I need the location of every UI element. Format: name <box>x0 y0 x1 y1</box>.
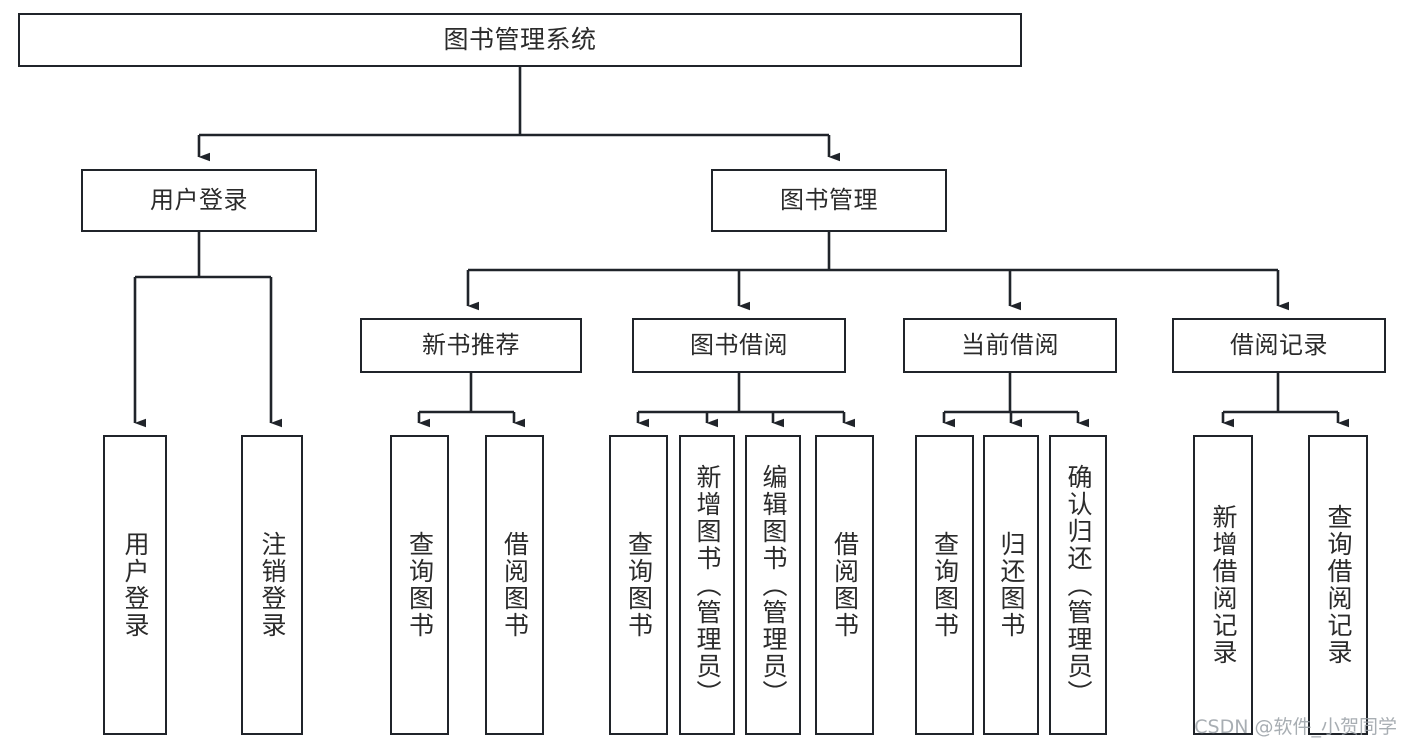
node-user-login[interactable]: 用户登录 <box>81 169 317 232</box>
node-label: 借阅图书 <box>830 531 860 639</box>
node-leaf-edit-book[interactable]: 编辑图书（管理员） <box>745 435 801 735</box>
node-label: 新书推荐 <box>422 331 520 360</box>
node-leaf-query-book-1[interactable]: 查询图书 <box>390 435 449 735</box>
node-leaf-return-book[interactable]: 归还图书 <box>983 435 1039 735</box>
node-leaf-add-book[interactable]: 新增图书（管理员） <box>679 435 735 735</box>
connector-group-current-borrow <box>942 373 1089 428</box>
node-label: 图书管理系统 <box>443 25 597 55</box>
node-leaf-query-borrow-record[interactable]: 查询借阅记录 <box>1308 435 1368 735</box>
node-leaf-query-book-2[interactable]: 查询图书 <box>609 435 668 735</box>
node-book-management-system[interactable]: 图书管理系统 <box>18 13 1022 67</box>
node-label: 注销登录 <box>258 531 287 639</box>
node-leaf-user-login[interactable]: 用户登录 <box>103 435 167 735</box>
node-leaf-borrow-book-2[interactable]: 借阅图书 <box>815 435 874 735</box>
node-label: 新增借阅记录 <box>1209 504 1238 666</box>
node-new-book-recommend[interactable]: 新书推荐 <box>360 318 582 373</box>
node-label: 图书管理 <box>780 186 878 215</box>
node-label: 归还图书 <box>997 531 1026 639</box>
connector-group-new-book-recommend <box>417 373 525 428</box>
node-leaf-logout-login[interactable]: 注销登录 <box>241 435 303 735</box>
node-label: 查询图书 <box>624 531 654 639</box>
connector-group-book-management <box>466 232 1289 311</box>
node-label: 当前借阅 <box>961 331 1059 360</box>
node-current-borrow[interactable]: 当前借阅 <box>903 318 1117 373</box>
node-leaf-confirm-return[interactable]: 确认归还（管理员） <box>1049 435 1107 735</box>
node-leaf-query-book-3[interactable]: 查询图书 <box>915 435 974 735</box>
node-label: 借阅图书 <box>500 531 530 639</box>
node-leaf-add-borrow-record[interactable]: 新增借阅记录 <box>1193 435 1253 735</box>
node-label: 用户登录 <box>150 186 248 215</box>
node-book-borrow[interactable]: 图书借阅 <box>632 318 846 373</box>
connector-group-root <box>197 67 840 162</box>
node-borrow-record[interactable]: 借阅记录 <box>1172 318 1386 373</box>
connector-group-book-borrow <box>636 373 855 428</box>
node-label: 借阅记录 <box>1230 331 1328 360</box>
node-label: 查询图书 <box>405 531 435 639</box>
node-label: 查询借阅记录 <box>1324 504 1353 666</box>
node-label: 编辑图书（管理员） <box>759 463 788 707</box>
node-book-management[interactable]: 图书管理 <box>711 169 947 232</box>
node-label: 图书借阅 <box>690 331 788 360</box>
node-label: 确认归还（管理员） <box>1064 463 1093 707</box>
connector-group-user-login <box>133 232 282 428</box>
node-label: 用户登录 <box>121 531 150 639</box>
node-leaf-borrow-book-1[interactable]: 借阅图书 <box>485 435 544 735</box>
node-label: 查询图书 <box>930 531 960 639</box>
node-label: 新增图书（管理员） <box>693 463 722 707</box>
connector-group-borrow-record <box>1221 373 1349 428</box>
